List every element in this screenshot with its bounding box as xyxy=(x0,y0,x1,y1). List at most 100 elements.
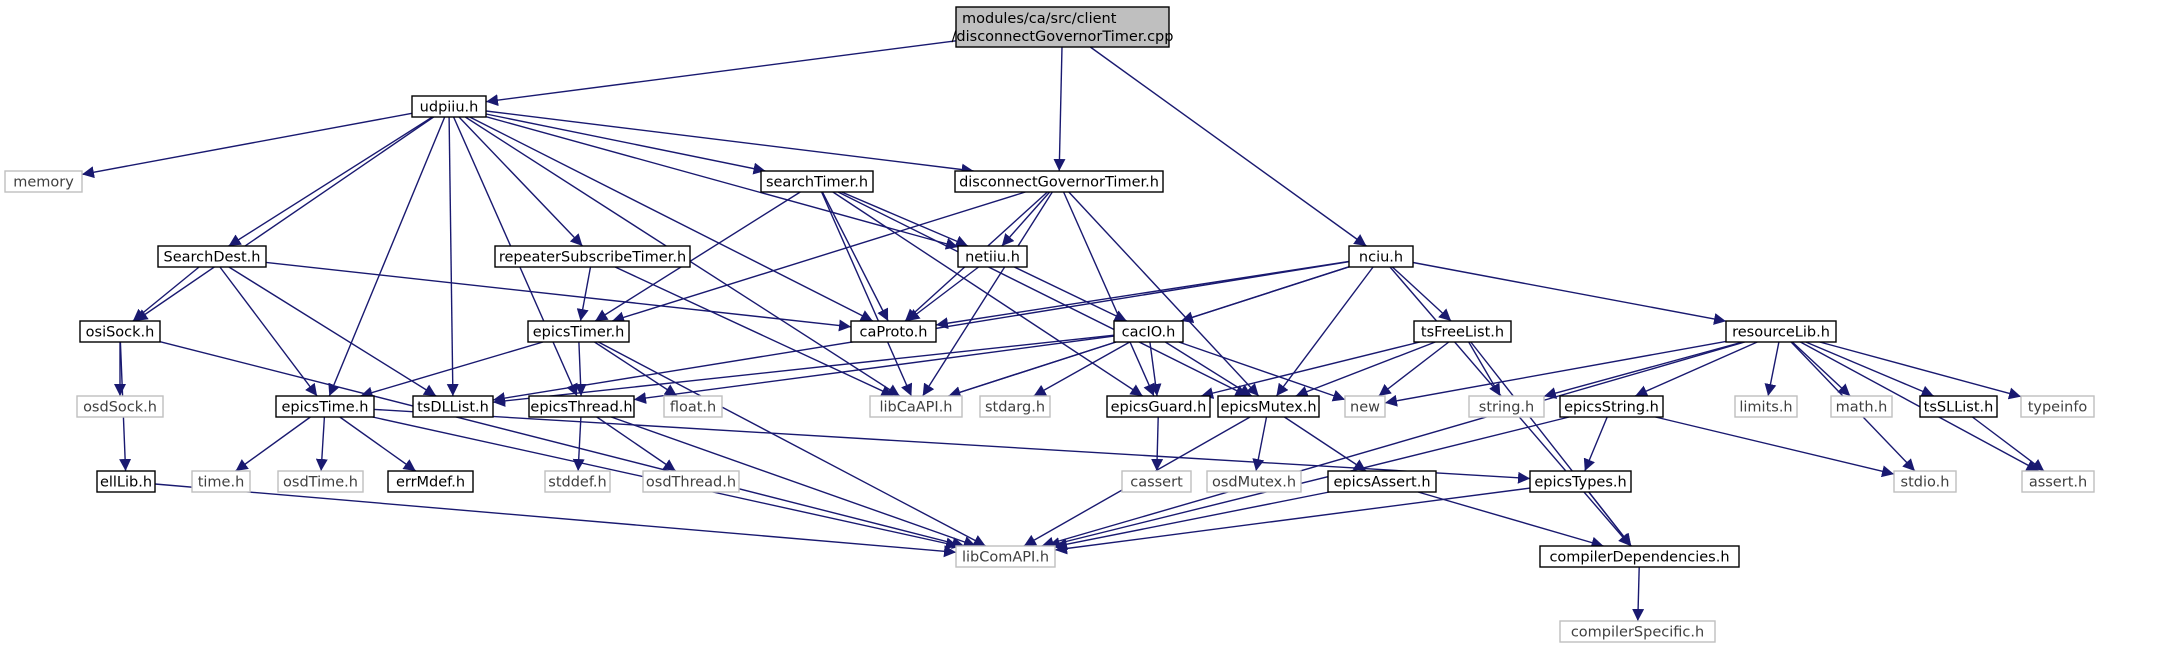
node-udpiiu[interactable]: udpiiu.h xyxy=(411,95,487,118)
edge-udpiiu-to-memory xyxy=(81,112,413,179)
node-new[interactable]: new xyxy=(1344,395,1386,418)
node-osiSock[interactable]: osiSock.h xyxy=(79,320,161,343)
node-epicsTime[interactable]: epicsTime.h xyxy=(275,395,375,418)
node-label: epicsTypes.h xyxy=(1534,475,1626,491)
node-float[interactable]: float.h xyxy=(663,395,723,418)
node-box xyxy=(1539,545,1740,568)
node-cacIO[interactable]: cacIO.h xyxy=(1113,320,1184,343)
edge-tsFreeList-to-new xyxy=(1378,341,1450,397)
node-box xyxy=(1830,395,1893,418)
node-box xyxy=(1725,320,1837,343)
node-libComAPI[interactable]: libComAPI.h xyxy=(955,545,1056,568)
edge-cacIO-to-epicsGuard xyxy=(1149,341,1162,397)
node-memory[interactable]: memory xyxy=(4,170,83,193)
node-epicsTimer[interactable]: epicsTimer.h xyxy=(527,320,630,343)
edge-udpiiu-to-netiiu xyxy=(485,116,959,250)
node-label: cassert xyxy=(1130,475,1183,491)
node-label: resourceLib.h xyxy=(1732,325,1830,341)
edge-nciu-to-tsFreeList xyxy=(1391,266,1452,322)
node-ellLib[interactable]: ellLib.h xyxy=(96,470,156,493)
node-label: caProto.h xyxy=(860,325,928,341)
node-box xyxy=(275,395,375,418)
node-box xyxy=(191,470,251,493)
node-epicsAssert[interactable]: epicsAssert.h xyxy=(1327,470,1437,493)
node-label: compilerDependencies.h xyxy=(1549,550,1729,566)
edge-resourceLib-to-limits xyxy=(1764,341,1780,397)
node-label: epicsString.h xyxy=(1564,400,1659,416)
node-box xyxy=(1113,320,1184,343)
edge-repeaterSubscribeTimer-to-epicsTimer xyxy=(576,266,592,322)
node-epicsMutex[interactable]: epicsMutex.h xyxy=(1217,395,1320,418)
node-label: epicsAssert.h xyxy=(1333,475,1430,491)
node-epicsThread[interactable]: epicsThread.h xyxy=(528,395,635,418)
node-box xyxy=(1217,395,1320,418)
node-stdarg[interactable]: stdarg.h xyxy=(979,395,1051,418)
edge-udpiiu-to-SearchDest xyxy=(228,116,433,247)
node-osdTime[interactable]: osdTime.h xyxy=(277,470,364,493)
node-osdSock[interactable]: osdSock.h xyxy=(76,395,164,418)
node-compilerSpecific[interactable]: compilerSpecific.h xyxy=(1559,620,1716,643)
edge-cacIO-to-epicsThread xyxy=(633,335,1115,404)
node-epicsGuard[interactable]: epicsGuard.h xyxy=(1106,395,1211,418)
node-typeinfo[interactable]: typeinfo xyxy=(2020,395,2095,418)
node-label: stdarg.h xyxy=(985,400,1045,416)
node-label: osdThread.h xyxy=(646,475,736,491)
node-box xyxy=(528,395,635,418)
node-disconnectGovernorTimer[interactable]: disconnectGovernorTimer.h xyxy=(954,170,1164,193)
node-searchTimer[interactable]: searchTimer.h xyxy=(760,170,874,193)
node-label: cacIO.h xyxy=(1122,325,1176,341)
node-resourceLib[interactable]: resourceLib.h xyxy=(1725,320,1837,343)
node-string[interactable]: string.h xyxy=(1468,395,1545,418)
node-root[interactable]: modules/ca/src/client/disconnectGovernor… xyxy=(952,6,1174,48)
edge-epicsAssert-to-libComAPI xyxy=(1054,491,1330,551)
edge-resourceLib-to-math xyxy=(1791,341,1851,397)
node-osdThread[interactable]: osdThread.h xyxy=(642,470,740,493)
node-osdMutex[interactable]: osdMutex.h xyxy=(1206,470,1302,493)
edge-udpiiu-to-caProto xyxy=(469,116,874,322)
node-compilerDependencies[interactable]: compilerDependencies.h xyxy=(1539,545,1740,568)
edge-udpiiu-to-osiSock xyxy=(135,116,434,322)
edge-epicsTimer-to-epicsTime xyxy=(360,341,544,399)
node-limits[interactable]: limits.h xyxy=(1734,395,1798,418)
node-caProto[interactable]: caProto.h xyxy=(850,320,937,343)
node-netiiu[interactable]: netiiu.h xyxy=(957,245,1028,268)
node-math[interactable]: math.h xyxy=(1830,395,1893,418)
node-stdio[interactable]: stdio.h xyxy=(1893,470,1957,493)
node-SearchDest[interactable]: SearchDest.h xyxy=(157,245,267,268)
node-libCaAPI[interactable]: libCaAPI.h xyxy=(869,395,963,418)
node-box xyxy=(1559,620,1716,643)
node-box xyxy=(1327,470,1437,493)
edge-tsFreeList-to-epicsMutex xyxy=(1295,341,1436,398)
node-label: udpiiu.h xyxy=(420,100,479,116)
node-box xyxy=(96,470,156,493)
node-cassert[interactable]: cassert xyxy=(1121,470,1192,493)
node-epicsString[interactable]: epicsString.h xyxy=(1559,395,1664,418)
node-box xyxy=(544,470,611,493)
edge-disconnectGovernorTimer-to-epicsMutex xyxy=(1068,191,1260,397)
node-time[interactable]: time.h xyxy=(191,470,251,493)
node-assert[interactable]: assert.h xyxy=(2021,470,2095,493)
node-repeaterSubscribeTimer[interactable]: repeaterSubscribeTimer.h xyxy=(494,245,691,268)
edge-disconnectGovernorTimer-to-epicsGuard xyxy=(1062,191,1155,397)
edge-cacIO-to-stdarg xyxy=(1033,341,1131,397)
node-stddef[interactable]: stddef.h xyxy=(544,470,611,493)
edge-nciu-to-caProto xyxy=(935,260,1350,330)
node-label: osiSock.h xyxy=(86,325,155,341)
node-errMdef[interactable]: errMdef.h xyxy=(387,470,474,493)
edge-searchTimer-to-epicsMutex xyxy=(837,191,1248,397)
node-nciu[interactable]: nciu.h xyxy=(1348,245,1414,268)
node-epicsTypes[interactable]: epicsTypes.h xyxy=(1529,470,1632,493)
edge-resourceLib-to-epicsString xyxy=(1634,341,1758,397)
edge-cacIO-to-new xyxy=(1178,341,1346,402)
node-box xyxy=(1121,470,1192,493)
node-tsDLList[interactable]: tsDLList.h xyxy=(412,395,494,418)
node-label: errMdef.h xyxy=(396,475,465,491)
edge-searchTimer-to-epicsTimer xyxy=(594,191,801,322)
node-tsSLList[interactable]: tsSLList.h xyxy=(1919,395,1998,418)
node-label: repeaterSubscribeTimer.h xyxy=(499,250,686,266)
node-tsFreeList[interactable]: tsFreeList.h xyxy=(1413,320,1512,343)
node-box xyxy=(494,245,691,268)
edge-udpiiu-to-searchTimer xyxy=(485,113,766,175)
edge-udpiiu-to-tsDLList xyxy=(446,116,459,397)
